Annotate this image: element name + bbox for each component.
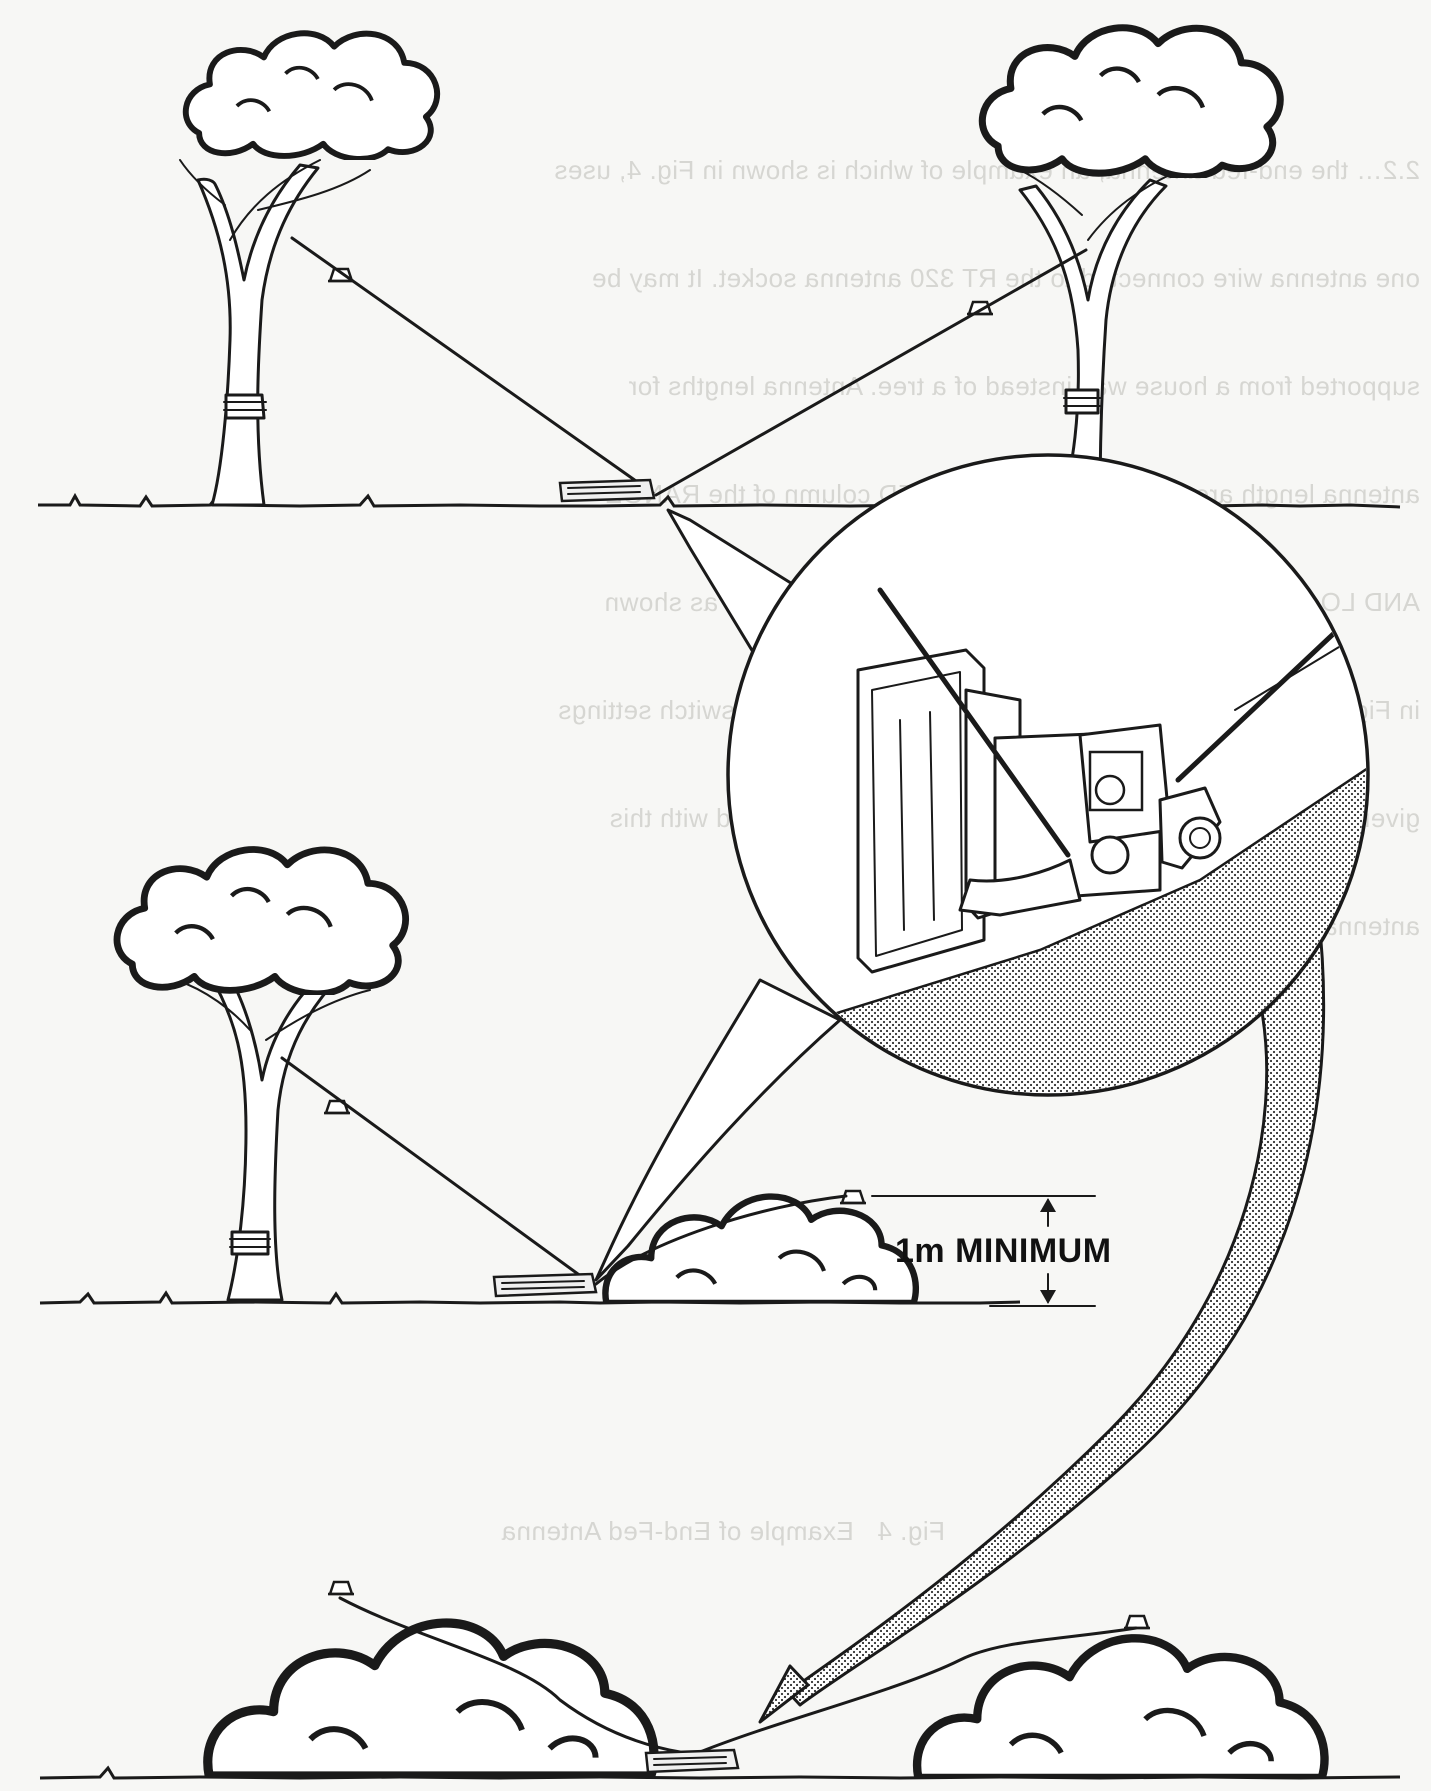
insulator-icon xyxy=(326,1580,356,1596)
radio-set-icon xyxy=(492,1272,598,1298)
tree-icon xyxy=(117,849,406,1302)
panel-bushes xyxy=(39,1580,1401,1780)
callout-arrow-middle xyxy=(594,978,842,1282)
antenna-wire-right-bush xyxy=(698,1626,1138,1754)
antenna-wire-left xyxy=(290,236,655,495)
antenna-wire-tree xyxy=(280,1056,595,1287)
antenna-wire-left-bush xyxy=(338,1596,682,1754)
insulator-icon xyxy=(1122,1614,1152,1630)
height-minimum-label: 1m MINIMUM xyxy=(895,1232,1112,1270)
insulator-icon xyxy=(322,1099,352,1115)
magnified-detail xyxy=(726,453,1370,1097)
antenna-wire-right xyxy=(654,248,1088,497)
arrow-head-bottom xyxy=(758,1664,810,1724)
radio-set-icon xyxy=(644,1748,740,1774)
tree-icon xyxy=(179,33,437,507)
callout-arrow-bottom xyxy=(786,908,1326,1707)
height-dimension xyxy=(871,1195,1096,1307)
panel-tree-bush xyxy=(39,849,1096,1307)
antenna-wire-bush xyxy=(594,1194,848,1286)
panel-trees xyxy=(38,28,1401,509)
radio-chassis xyxy=(856,648,986,974)
tree-icon xyxy=(982,28,1280,507)
bush-icon xyxy=(208,1623,654,1776)
bush-icon xyxy=(917,1638,1324,1778)
radio-set-icon xyxy=(558,478,656,503)
